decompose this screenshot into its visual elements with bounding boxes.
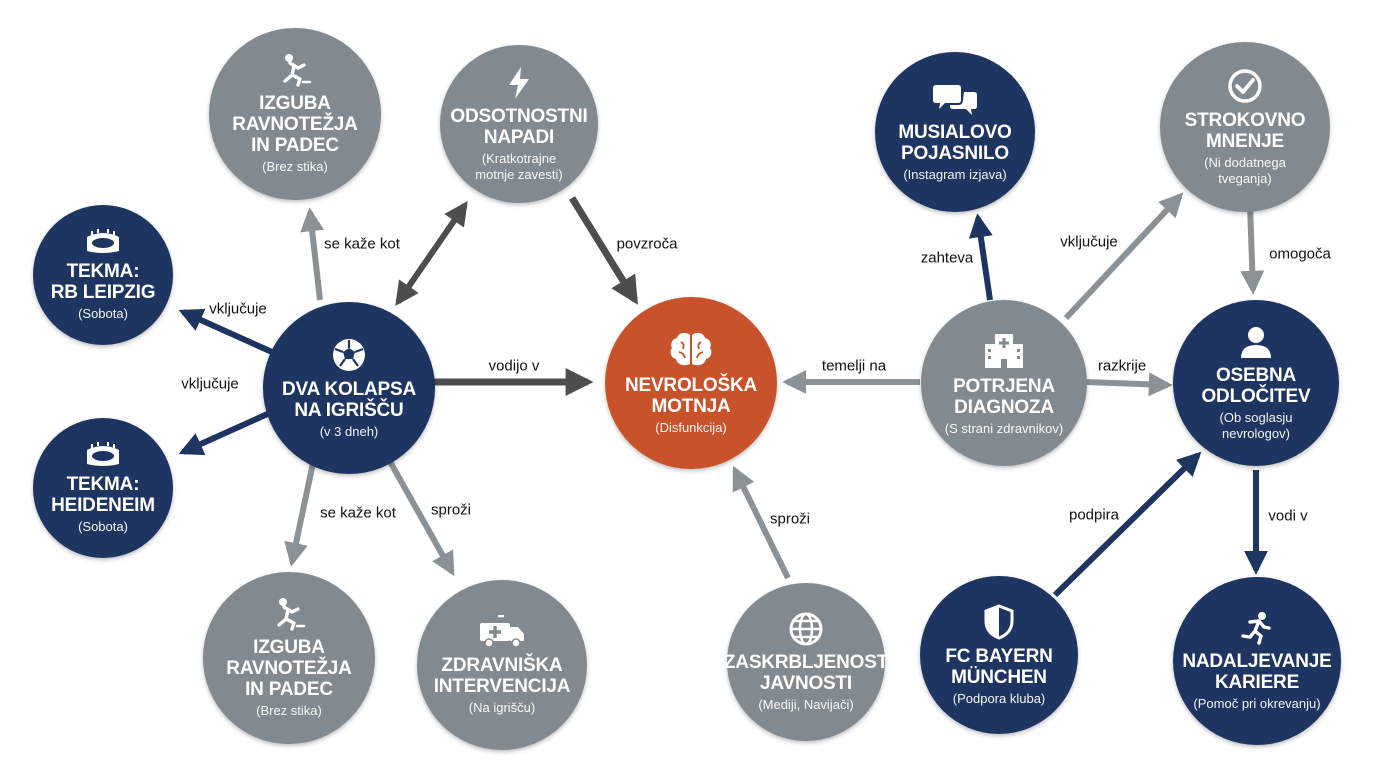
edge-vkljucuje-heidenheim (178, 409, 274, 456)
node-subtitle: (Ni dodatnega tveganja) (1204, 154, 1286, 186)
node-subtitle: (Instagram izjava) (903, 166, 1007, 182)
stadium-icon (87, 228, 119, 253)
edge-omogoca (1240, 204, 1265, 295)
chat-bubbles-icon (933, 84, 977, 115)
falling-person-icon (277, 598, 306, 631)
node-osebna-odlocitev: OSEBNA ODLOČITEV (Ob soglasju nevrologov… (1173, 300, 1339, 466)
edge-label-se-kaze-kot-bottom: se kaže kot (320, 504, 396, 522)
node-title: NADALJEVANJE KARIERE (1182, 650, 1332, 693)
node-title: FC BAYERN MÜNCHEN (945, 645, 1053, 688)
node-zaskrbljenost-javnosti: ZASKRBLJENOST JAVNOSTI (Mediji, Navijači… (723, 583, 889, 741)
edge-label-vkljucuje-heidenheim: vključuje (181, 375, 239, 393)
person-icon (1241, 326, 1271, 358)
edge-label-povzroca: povzroča (616, 235, 678, 253)
node-tekma-heideneim: TEKMA: HEIDENEIM (Sobota) (33, 418, 173, 558)
node-subtitle: (Pomoč pri okrevanju) (1193, 695, 1321, 711)
edge-label-vkljucuje-right: vključuje (1060, 233, 1118, 251)
node-subtitle: (Brez stika) (262, 159, 328, 174)
node-subtitle: (Disfunkcija) (655, 419, 727, 435)
node-nevroloska-motnja: NEVROLOŠKA MOTNJA (Disfunkcija) (605, 297, 777, 469)
node-musialovo-pojasnilo: MUSIALOVO POJASNILO (Instagram izjava) (875, 52, 1035, 212)
check-circle-icon (1228, 68, 1262, 103)
edge-label-temelji-na: temelji na (821, 357, 887, 375)
node-izguba-ravnotezja-bottom: IZGUBA RAVNOTEŽJA IN PADEC (Brez stika) (203, 572, 375, 744)
node-title: STROKOVNO MNENJE (1184, 109, 1306, 152)
edge-label-vkljucuje-leipzig: vključuje (209, 300, 267, 318)
edge-zahteva (968, 213, 993, 301)
edge-se-kaze-kot-bottom (284, 462, 316, 567)
edge-label-podpira: podpira (1068, 506, 1120, 524)
node-dva-kolapsa: DVA KOLAPSA NA IGRIŠČU (v 3 dneh) (263, 302, 435, 474)
soccer-ball-icon (333, 338, 365, 371)
node-title: TEKMA: HEIDENEIM (51, 473, 155, 516)
edge-podpira (1052, 451, 1202, 598)
lightning-icon (509, 66, 529, 99)
edge-label-zahteva: zahteva (920, 249, 974, 267)
edge-vkljucuje-leipzig (178, 308, 274, 355)
node-title: TEKMA: RB LEIPZIG (50, 260, 156, 303)
node-subtitle: (Na igrišču) (468, 699, 536, 715)
node-zdravniska-intervencija: ZDRAVNIŠKA INTERVENCIJA (Na igrišču) (417, 580, 587, 750)
edge-label-sprozi-right: sproži (769, 510, 811, 528)
node-title: IZGUBA RAVNOTEŽJA IN PADEC (232, 93, 358, 156)
hospital-icon (985, 333, 1023, 368)
edge-vkljucuje-right (1063, 192, 1184, 321)
edge-label-vodijo-v: vodijo v (488, 357, 540, 375)
node-subtitle: (Kratkotrajne motnje zavesti) (475, 150, 563, 182)
node-tekma-rb-leipzig: TEKMA: RB LEIPZIG (Sobota) (33, 205, 173, 345)
node-subtitle: (v 3 dneh) (319, 423, 379, 439)
node-title: OSEBNA ODLOČITEV (1201, 364, 1311, 407)
brain-icon (670, 332, 712, 365)
edge-label-razkrije: razkrije (1097, 357, 1147, 375)
edge-sprozi-left (385, 456, 455, 577)
node-title: ZDRAVNIŠKA INTERVENCIJA (433, 654, 571, 697)
edge-label-vodi-v: vodi v (1268, 507, 1308, 525)
edge-sprozi-right (732, 465, 791, 580)
node-title: POTRJENA DIAGNOZA (953, 375, 1055, 418)
node-title: MUSIALOVO POJASNILO (898, 121, 1012, 164)
node-title: ODSOTNOSTNI NAPADI (450, 105, 588, 148)
node-title: ZASKRBLJENOST JAVNOSTI (723, 651, 889, 694)
node-title: NEVROLOŠKA MOTNJA (624, 374, 758, 417)
node-subtitle: (Mediji, Navijači) (758, 696, 854, 712)
edge-dva-odsotnostni (395, 201, 468, 306)
node-izguba-ravnotezja-top: IZGUBA RAVNOTEŽJA IN PADEC (Brez stika) (209, 28, 381, 200)
node-title: IZGUBA RAVNOTEŽJA IN PADEC (226, 637, 352, 700)
edge-label-se-kaze-kot-top: se kaže kot (324, 235, 400, 253)
globe-icon (789, 612, 823, 645)
node-subtitle: (S strani zdravnikov) (944, 420, 1064, 436)
node-title: DVA KOLAPSA NA IGRIŠČU (282, 378, 416, 421)
stadium-icon (87, 441, 119, 466)
ambulance-icon (480, 614, 524, 648)
node-nadaljevanje-kariere: NADALJEVANJE KARIERE (Pomoč pri okrevanj… (1173, 577, 1341, 745)
edge-povzroca (569, 196, 638, 305)
node-potrjena-diagnoza: POTRJENA DIAGNOZA (S strani zdravnikov) (921, 300, 1087, 466)
falling-person-icon (283, 54, 312, 87)
node-fc-bayern-munchen: FC BAYERN MÜNCHEN (Podpora kluba) (920, 576, 1078, 734)
node-subtitle: (Ob soglasju nevrologov) (1219, 409, 1293, 441)
running-person-icon (1241, 611, 1271, 645)
shield-icon (984, 603, 1014, 640)
edge-label-sprozi-left: sproži (430, 501, 472, 519)
edge-razkrije (1084, 372, 1173, 397)
node-subtitle: (Brez stika) (256, 703, 322, 718)
node-subtitle: (Podpora kluba) (952, 690, 1046, 706)
node-subtitle: (Sobota) (78, 518, 128, 534)
node-strokovno-mnenje: STROKOVNO MNENJE (Ni dodatnega tveganja) (1160, 42, 1330, 212)
node-odsotnostni-napadi: ODSOTNOSTNI NAPADI (Kratkotrajne motnje … (440, 45, 598, 203)
edge-label-omogoca: omogoča (1269, 245, 1331, 263)
node-subtitle: (Sobota) (78, 305, 128, 321)
edge-se-kaze-kot-top (300, 207, 325, 301)
